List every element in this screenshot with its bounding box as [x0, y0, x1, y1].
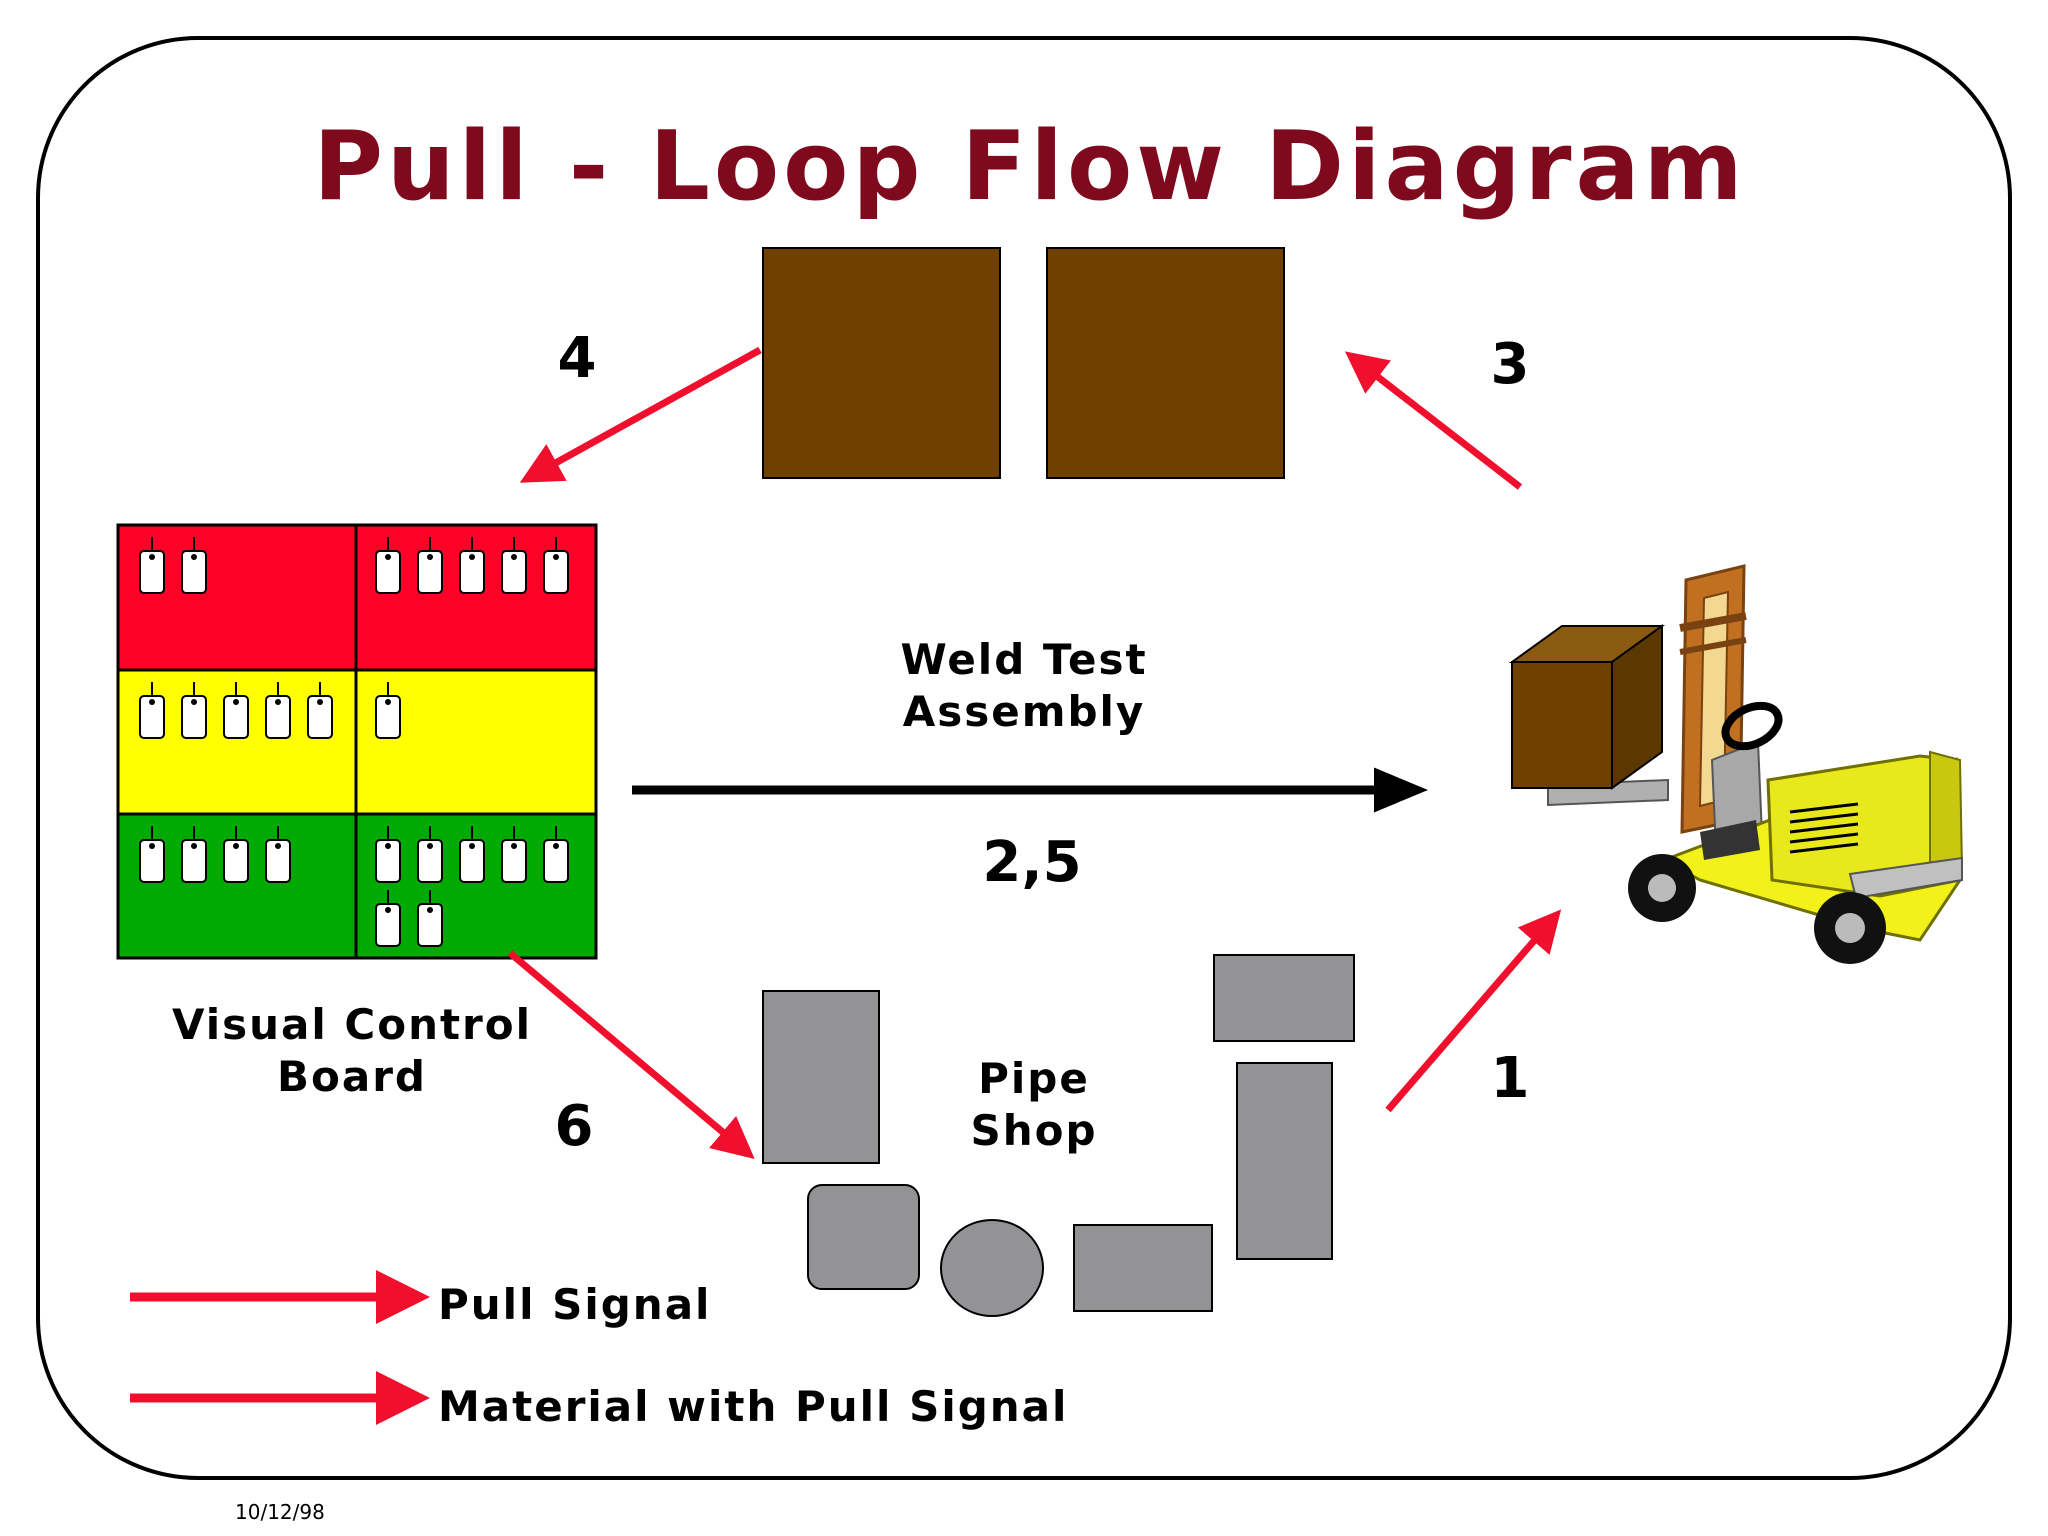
- kanban-tag: [417, 890, 443, 947]
- weld-crate-left: [762, 247, 1001, 479]
- pipe-shop-line-2: Shop: [970, 1106, 1098, 1155]
- visual-control-board-label: Visual Control Board: [172, 999, 532, 1103]
- visual-control-board: [116, 523, 598, 960]
- arrow-step-3: [1344, 351, 1523, 490]
- kanban-tag: [543, 537, 569, 594]
- step-6-label: 6: [554, 1094, 594, 1159]
- kanban-tag: [265, 682, 291, 739]
- machine-1: [762, 990, 880, 1164]
- kanban-tag: [375, 537, 401, 594]
- kanban-tag: [139, 537, 165, 594]
- kanban-tag: [181, 826, 207, 883]
- kanban-tag: [417, 826, 443, 883]
- step-1-label: 1: [1490, 1046, 1530, 1111]
- visual-board-line-1: Visual Control: [171, 1000, 533, 1049]
- kanban-tag: [375, 682, 401, 739]
- arrow-step-6: [507, 950, 755, 1160]
- step-2-5-label: 2,5: [982, 830, 1082, 895]
- legend-material-with-pull-signal: Material with Pull Signal: [438, 1382, 1069, 1431]
- weld-test-assembly-label: Weld Test Assembly: [900, 634, 1147, 738]
- step-4-label: 4: [557, 326, 597, 391]
- footer-date: 10/12/98: [235, 1500, 325, 1524]
- arrow-step-1: [1385, 909, 1562, 1113]
- slide-frame: [36, 36, 2012, 1480]
- kanban-tag: [543, 826, 569, 883]
- kanban-tag: [375, 826, 401, 883]
- kanban-tag: [139, 826, 165, 883]
- machine-6: [1213, 954, 1355, 1042]
- kanban-tag: [139, 682, 165, 739]
- weld-test-line-2: Assembly: [902, 687, 1146, 736]
- kanban-tag: [181, 537, 207, 594]
- machine-3: [940, 1219, 1044, 1317]
- kanban-tag: [181, 682, 207, 739]
- machine-5: [1236, 1062, 1333, 1260]
- kanban-tag: [459, 826, 485, 883]
- kanban-tag: [223, 826, 249, 883]
- arrow-step-4: [519, 346, 762, 483]
- pipe-shop-machines: [762, 954, 1355, 1317]
- kanban-tag: [459, 537, 485, 594]
- kanban-tag: [265, 826, 291, 883]
- weld-test-line-1: Weld Test: [900, 635, 1148, 684]
- machine-2: [807, 1184, 920, 1290]
- machine-4: [1073, 1224, 1213, 1312]
- kanban-tag: [307, 682, 333, 739]
- legend-pull-signal: Pull Signal: [438, 1280, 712, 1329]
- kanban-tag: [501, 537, 527, 594]
- kanban-tag: [375, 890, 401, 947]
- diagram-title: Pull - Loop Flow Diagram: [313, 112, 1747, 222]
- forklift: [1508, 564, 1964, 964]
- kanban-tag: [501, 826, 527, 883]
- pipe-shop-label: Pipe Shop: [970, 1053, 1097, 1157]
- kanban-tag: [223, 682, 249, 739]
- visual-board-line-2: Board: [276, 1052, 427, 1101]
- pipe-shop-line-1: Pipe: [978, 1054, 1090, 1103]
- weld-crate-right: [1046, 247, 1285, 479]
- kanban-tag: [417, 537, 443, 594]
- step-3-label: 3: [1490, 332, 1530, 397]
